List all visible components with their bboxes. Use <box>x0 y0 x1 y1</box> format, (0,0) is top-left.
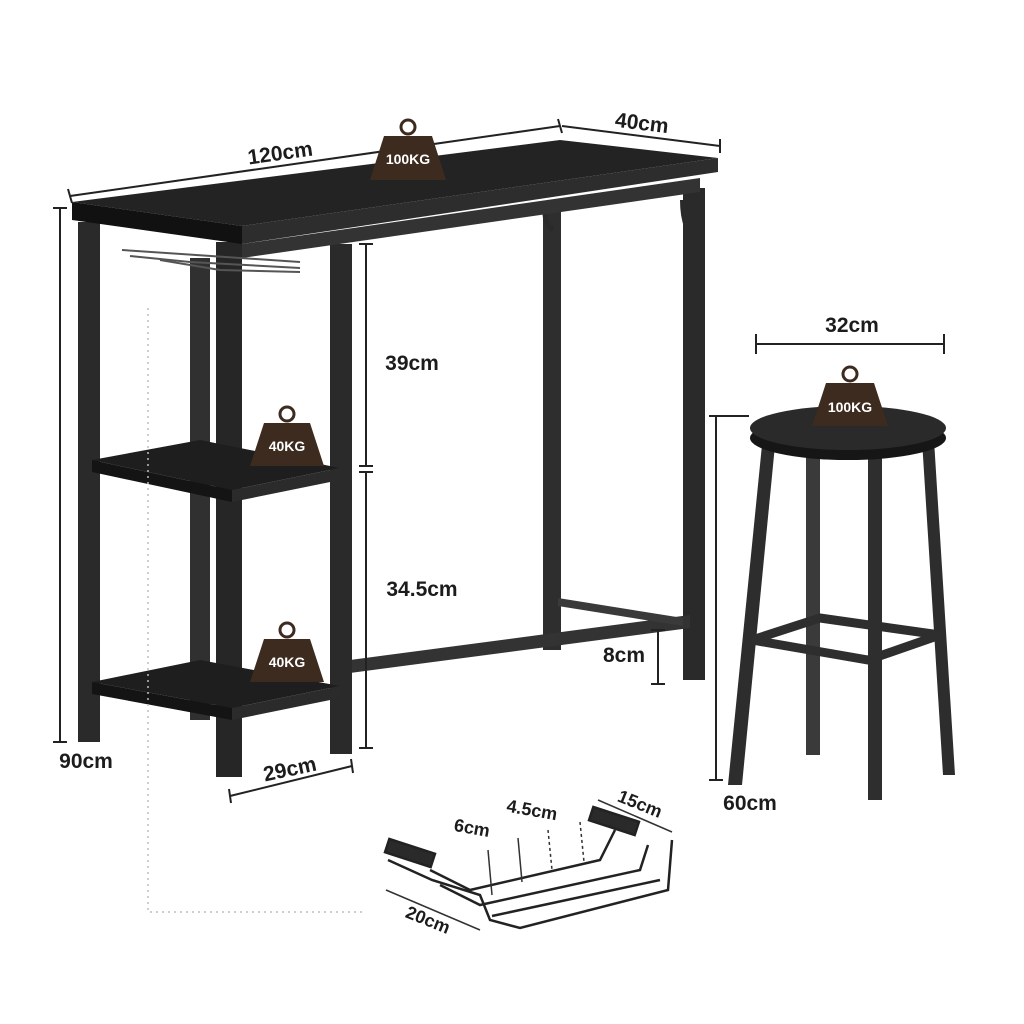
table-top <box>72 140 718 226</box>
table-back-leg-left <box>543 208 561 650</box>
upper-shelf-edge <box>232 468 340 502</box>
table-footrest-side <box>558 598 683 626</box>
upper-shelf-edge <box>92 460 232 502</box>
rack-spacing-b-label: 4.5cm <box>505 796 559 825</box>
rack-mount-plate <box>383 837 437 869</box>
weight-badge-stool: 100KG <box>812 365 888 426</box>
dimension-lines <box>53 118 945 804</box>
stool-back-leg <box>806 455 820 755</box>
table-leg-inner <box>330 244 352 754</box>
weight-icon <box>278 621 296 639</box>
rack-wire <box>491 878 661 918</box>
table-leg-front-left <box>78 222 100 742</box>
weight-badge-lower-shelf: 40KG <box>250 621 324 682</box>
weight-badge-upper-shelf: 40KG <box>250 405 324 466</box>
dim-line-table-depth <box>561 125 721 147</box>
table-apron <box>242 178 700 258</box>
table-back-leg-right <box>683 188 705 680</box>
weight-icon <box>250 423 324 466</box>
weight-icon <box>250 639 324 682</box>
weight-badge-top: 100KG <box>370 118 446 180</box>
rack-spacing-a-label: 6cm <box>453 815 492 841</box>
rack-wire <box>387 839 674 930</box>
weight-icon <box>841 365 859 383</box>
upper-gap-label: 39cm <box>385 352 439 375</box>
dim-line-shelf-depth <box>229 765 353 797</box>
stool-height-label: 60cm <box>723 792 777 815</box>
weight-icon <box>812 383 888 426</box>
stool-leg <box>728 445 775 785</box>
rack-mount-plate <box>587 805 641 837</box>
upper-shelf-capacity-label: 40KG <box>269 438 306 454</box>
table-bracket <box>680 199 702 247</box>
lower-shelf-capacity-label: 40KG <box>269 654 306 670</box>
footrest-height-label: 8cm <box>603 644 645 667</box>
table-footrest-bar <box>350 615 690 673</box>
lower-gap-label: 34.5cm <box>386 578 457 601</box>
table-height-label: 90cm <box>59 750 113 773</box>
rack-dimension-lines <box>385 799 673 931</box>
top-capacity-label: 100KG <box>386 151 430 167</box>
stool-footrest <box>750 613 942 665</box>
bar-stool <box>728 406 955 800</box>
stool-diameter-label: 32cm <box>825 314 879 337</box>
rack-wire <box>429 829 617 892</box>
stool-capacity-label: 100KG <box>828 399 872 415</box>
weight-icon <box>370 136 446 180</box>
table-top-front-edge <box>72 202 242 244</box>
upper-shelf <box>92 440 340 490</box>
lower-shelf <box>92 660 340 708</box>
rack-wire <box>439 844 650 907</box>
weight-icon <box>278 405 296 423</box>
lower-shelf-edge <box>232 686 340 720</box>
stool-seat <box>750 406 946 450</box>
table-top-side-edge <box>242 158 718 244</box>
weight-icon <box>399 118 417 136</box>
glass-hanger-mounted <box>121 249 301 273</box>
table-length-label: 120cm <box>246 138 314 170</box>
dim-line-table-length <box>69 125 561 197</box>
glass-rack-detail <box>383 805 674 930</box>
stool-leg <box>922 440 955 775</box>
bar-table <box>72 140 718 777</box>
lower-shelf-edge <box>92 682 232 720</box>
